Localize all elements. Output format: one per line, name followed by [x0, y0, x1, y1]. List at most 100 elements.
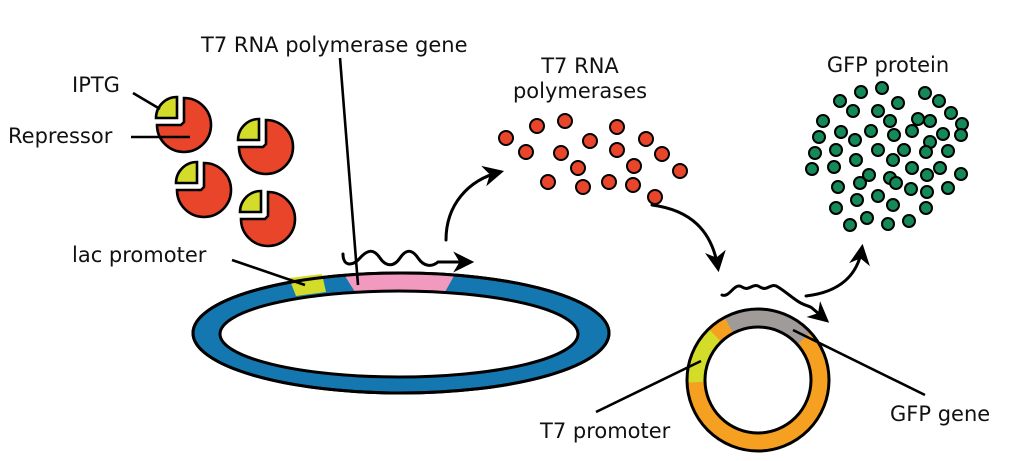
gfp-protein-dot [932, 94, 946, 108]
repressor-iptg-complex [236, 117, 295, 176]
gfp-protein-dot [905, 124, 919, 138]
gfp-protein-dot [860, 211, 874, 225]
gfp-protein-dot [875, 81, 889, 95]
lac-promoter-pointer [231, 258, 306, 287]
gfp-protein-dot [919, 201, 933, 215]
gfp-protein-dot [816, 114, 830, 128]
gfp-protein-dot [936, 127, 950, 141]
t7-promoter-label: T7 promoter [539, 419, 671, 443]
t7-promoter-pointer [595, 359, 702, 414]
gfp-protein-dot [954, 167, 968, 181]
gfp-protein-dot [902, 214, 916, 228]
t7-polymerase-dot [609, 119, 625, 135]
t7-polymerase-dot [540, 174, 556, 190]
gfp-protein-dot [812, 130, 826, 144]
gfp-protein-dot [920, 168, 934, 182]
gfp-protein-dot [887, 128, 901, 142]
t7-mrna-transcript [341, 249, 475, 273]
iptg-molecule [236, 117, 261, 142]
gfp-protein-dot [827, 160, 841, 174]
gfp-protein-dot [918, 86, 932, 100]
t7-polymerase-dot [654, 146, 670, 162]
gfp-protein-dot [871, 104, 885, 118]
gfp-protein-dot [805, 162, 819, 176]
t7-polymerase-dot [625, 177, 641, 193]
gfp-protein-dot [846, 104, 860, 118]
gfp-protein-dot [829, 201, 843, 215]
gfp-gene-pointer [792, 328, 926, 397]
gfp-protein-dot [848, 133, 862, 147]
gfp-protein-label: GFP protein [827, 53, 949, 77]
gfp-protein-dot [833, 94, 847, 108]
gfp-protein-dot [871, 189, 885, 203]
repressor-iptg-complex [154, 95, 213, 154]
plasmid-inner [218, 289, 580, 379]
repressor-protein [175, 161, 233, 219]
repressor-iptg-complex [174, 160, 233, 219]
t7-polymerase-dots [498, 113, 688, 205]
gfp-protein-dot [919, 145, 933, 159]
t7-polymerase-dot [647, 189, 663, 205]
t7-polymerase-dot [601, 174, 617, 190]
gfp-protein-dot [853, 176, 867, 190]
repressor-iptg-complex [238, 189, 297, 248]
iptg-molecule [238, 189, 263, 214]
gfp-protein-dot [854, 85, 868, 99]
t7-polymerase-dot [557, 113, 573, 129]
gfp-protein-dot [889, 176, 903, 190]
t7-gene-pointer [338, 57, 360, 286]
t7-polymerase-dot [575, 179, 591, 195]
gfp-protein-dot [904, 182, 918, 196]
gfp-protein-dot [881, 217, 895, 231]
t7-gene-label: T7 RNA polymerase gene [200, 33, 468, 57]
t7-polymerase-dot [553, 145, 569, 161]
gfp-protein-dot [933, 161, 947, 175]
gfp-protein-dot [862, 168, 876, 182]
arrow-to-gfp-protein [804, 243, 870, 298]
gfp-protein-dot [911, 112, 925, 126]
t7-polymerase-dot [498, 130, 514, 146]
repressor-protein [239, 190, 297, 248]
iptg-molecule [174, 160, 199, 185]
reporter-plasmid [685, 307, 831, 453]
gfp-protein-dot [944, 106, 958, 120]
gfp-protein-dot [871, 143, 885, 157]
t7-polymerase-dot [638, 131, 654, 147]
t7-polymerase-dot [609, 142, 625, 158]
t7-polymerases-label-line2: polymerases [513, 79, 647, 103]
gfp-protein-dot [905, 161, 919, 175]
gfp-protein-dot [834, 125, 848, 139]
gfp-protein-dot [891, 96, 905, 110]
gfp-protein-dots [805, 81, 969, 232]
gfp-protein-dot [886, 198, 900, 212]
gfp-protein-dot [850, 193, 864, 207]
gfp-protein-dot [831, 180, 845, 194]
t7-polymerase-dot [672, 163, 688, 179]
t7-gene-segment [345, 271, 455, 292]
repressor-label: Repressor [8, 124, 113, 148]
t7-polymerase-dot [529, 118, 545, 134]
gfp-protein-dot [864, 124, 878, 138]
gfp-protein-dot [886, 153, 900, 167]
arrow-to-polymerases [444, 165, 505, 242]
repressor-group [154, 95, 297, 248]
iptg-molecule [154, 95, 179, 120]
iptg-pointer [132, 91, 161, 111]
gfp-protein-dot [829, 143, 843, 157]
iptg-label: IPTG [72, 73, 120, 97]
gfp-mrna-transcript [720, 284, 830, 323]
gfp-protein-dot [941, 181, 955, 195]
t7-polymerase-dot [582, 133, 598, 149]
t7-plasmid [191, 271, 611, 395]
gfp-protein-dot [849, 153, 863, 167]
lac-promoter-label: lac promoter [72, 243, 207, 267]
t7-polymerase-dot [626, 158, 642, 174]
repressor-protein [155, 96, 213, 154]
arrow-to-reporter [650, 203, 726, 273]
gfp-protein-dot [883, 114, 897, 128]
gfp-protein-dot [843, 218, 857, 232]
t7-polymerase-dot [518, 144, 534, 160]
gfp-protein-dot [897, 143, 911, 157]
gfp-protein-dot [920, 185, 934, 199]
